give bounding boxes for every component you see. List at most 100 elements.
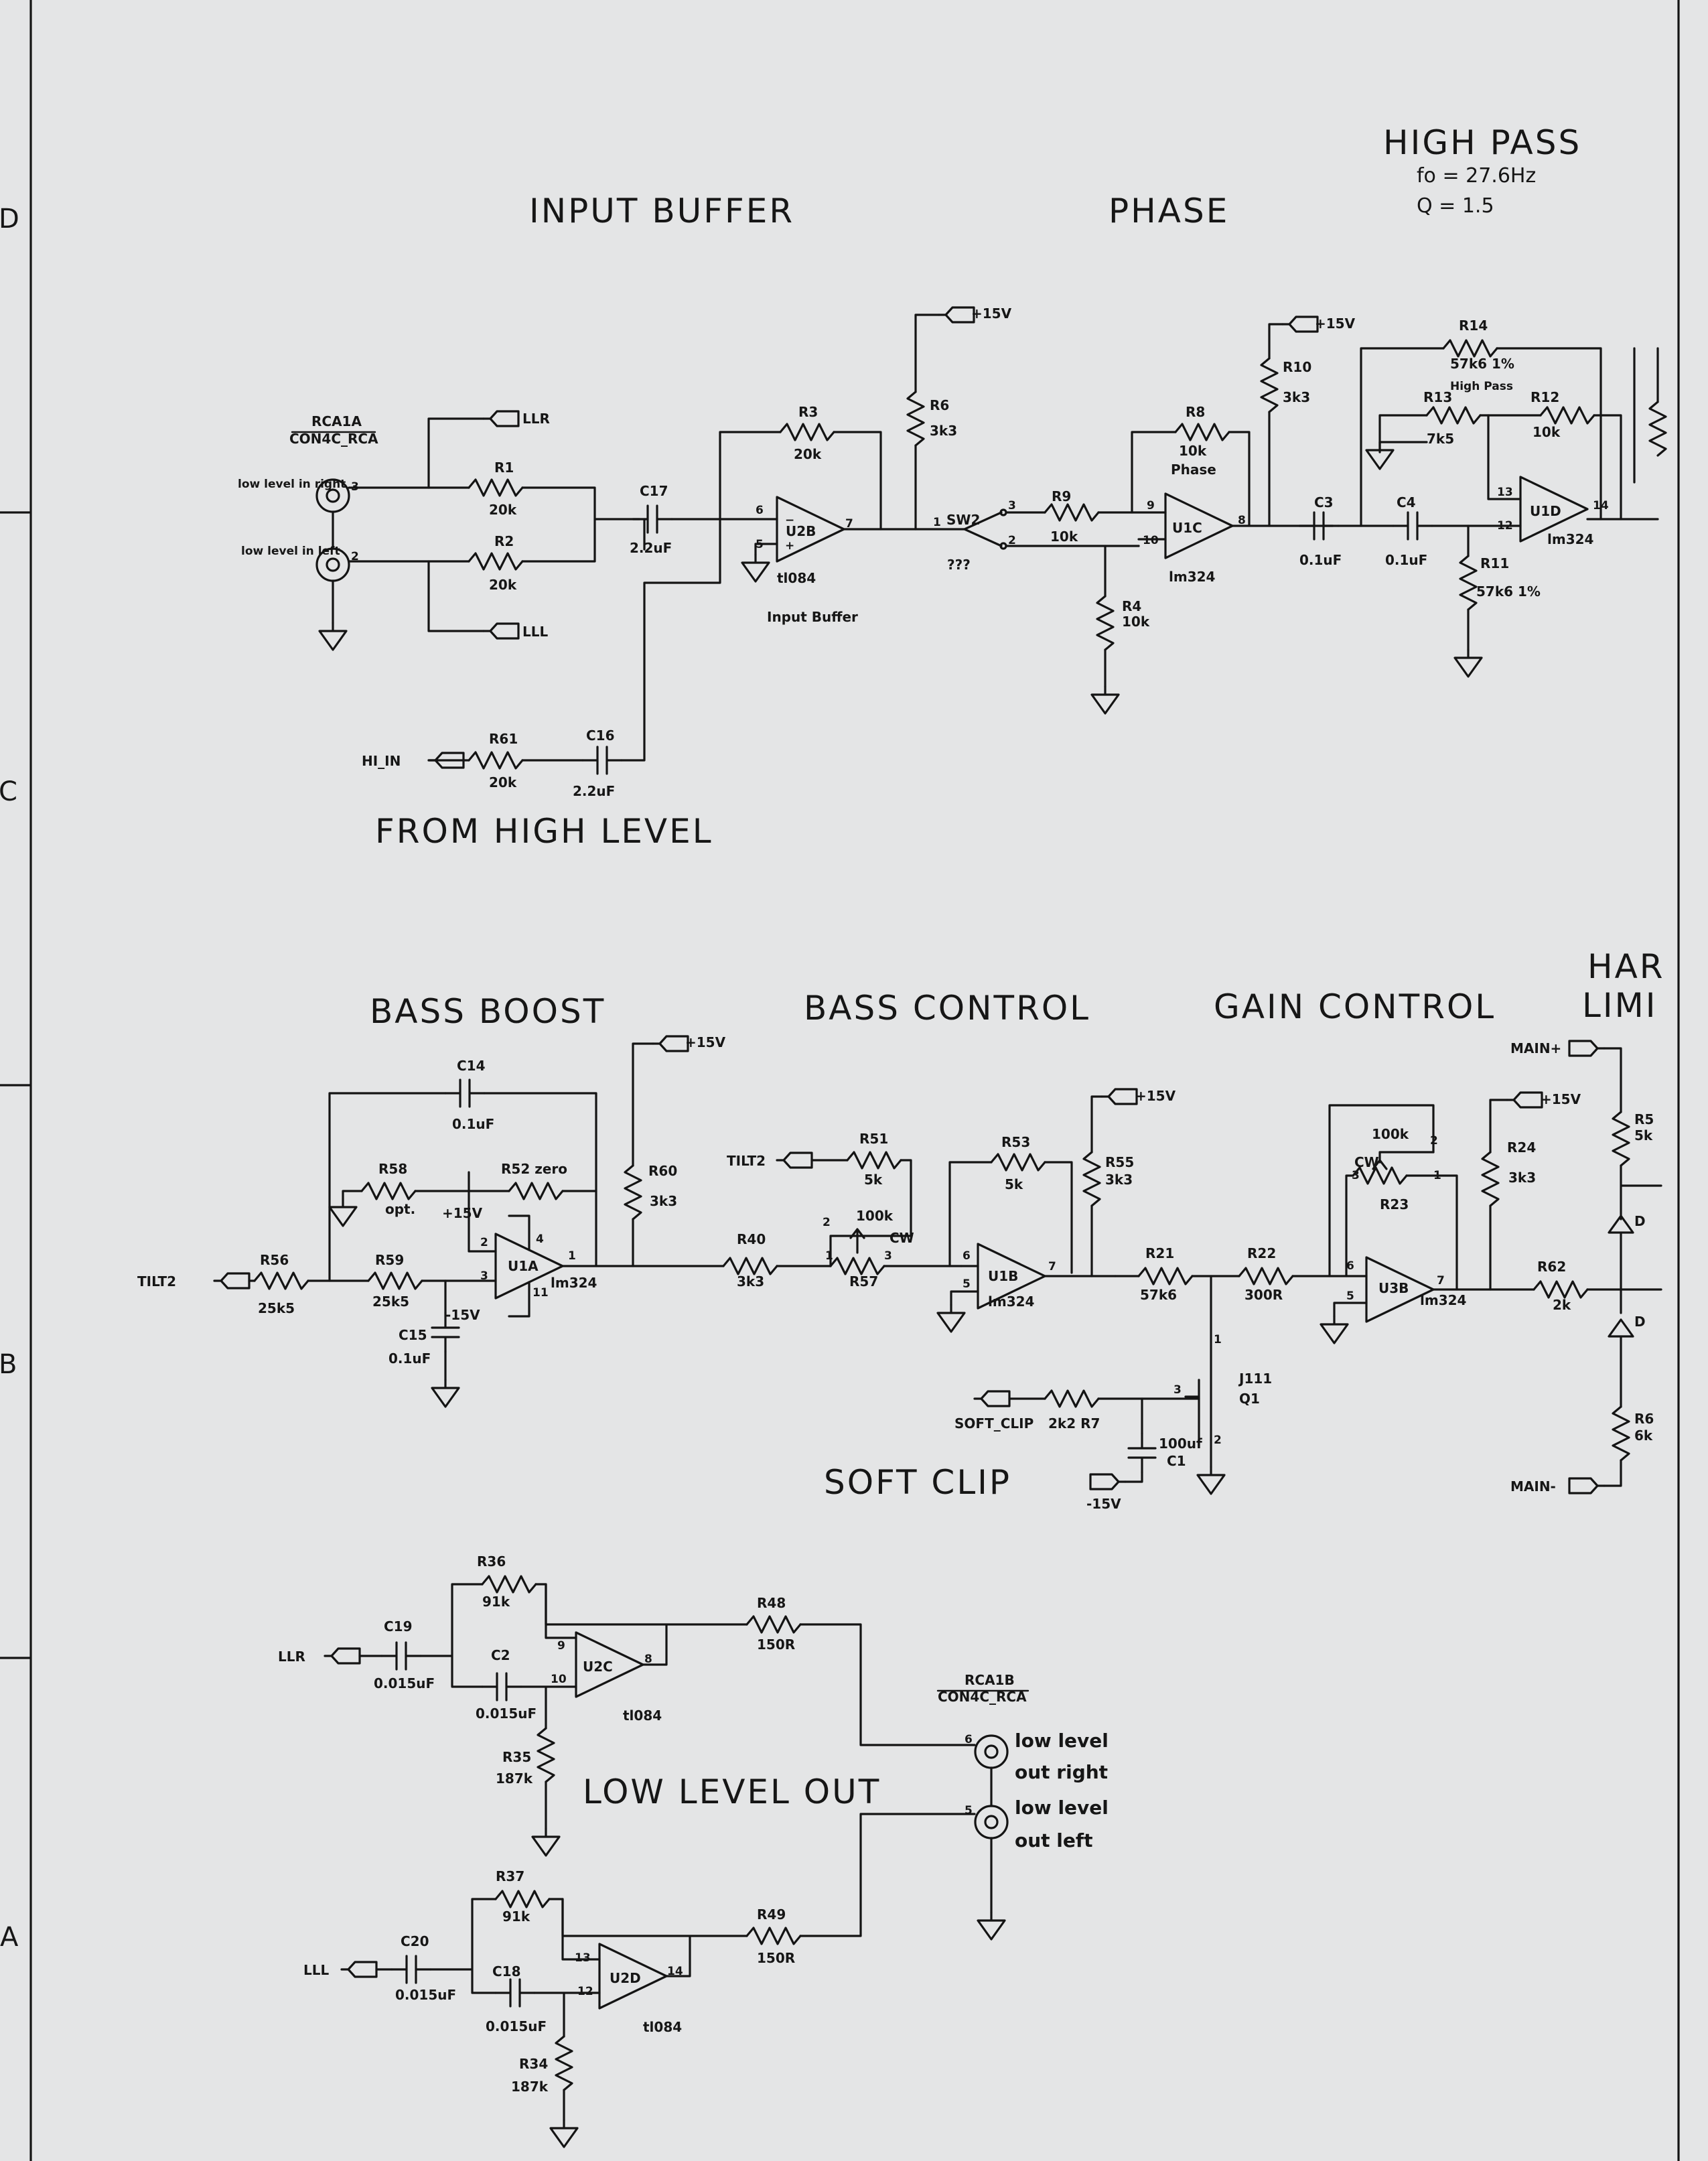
c2-capacitor	[481, 1672, 522, 1701]
net-p15-label: +15V	[442, 1205, 483, 1221]
r13-ref: R13	[1423, 389, 1452, 405]
r24-value: 3k3	[1508, 1170, 1536, 1186]
r21-resistor	[1137, 1267, 1194, 1285]
c1-value: 100uf	[1159, 1436, 1202, 1452]
r24-resistor	[1481, 1151, 1500, 1207]
r34-value: 187k	[511, 2079, 549, 2095]
rca1b-ref: RCA1B	[965, 1672, 1015, 1688]
out-left-label-2: out left	[1015, 1829, 1092, 1852]
svg-text:8: 8	[1238, 514, 1246, 527]
r60-value: 3k3	[650, 1193, 677, 1209]
title-high-pass: HIGH PASS	[1383, 123, 1581, 162]
r37-value: 91k	[502, 1908, 530, 1925]
svg-text:10: 10	[1143, 534, 1159, 547]
r13-value: 7k5	[1427, 431, 1454, 447]
svg-text:9: 9	[557, 1639, 565, 1653]
in-left-label: low level in left	[241, 545, 340, 558]
row-label-a: A	[0, 1922, 19, 1953]
c4-value: 0.1uF	[1385, 552, 1427, 568]
u1a-part: lm324	[551, 1275, 597, 1291]
r21-ref: R21	[1145, 1245, 1174, 1261]
svg-text:1: 1	[1214, 1333, 1222, 1346]
svg-text:2: 2	[823, 1216, 831, 1229]
net-llr-label: LLR	[278, 1649, 305, 1665]
title-hard-limit-2: LIMI	[1582, 986, 1658, 1025]
r55-value: 3k3	[1105, 1172, 1133, 1188]
row-label-b: B	[0, 1349, 17, 1380]
d-partial-label-2: D	[1634, 1314, 1646, 1330]
net-main-plus-label: MAIN+	[1510, 1040, 1561, 1056]
c14-value: 0.1uF	[452, 1116, 494, 1132]
c16-value: 2.2uF	[573, 783, 615, 799]
c3-ref: C3	[1314, 494, 1334, 510]
r48-resistor	[745, 1615, 802, 1634]
net-soft-clip-label: SOFT_CLIP	[954, 1415, 1034, 1432]
r56-ref: R56	[260, 1252, 289, 1268]
c2-ref: C2	[491, 1647, 510, 1663]
r23-ref: R23	[1380, 1196, 1409, 1212]
net-p15-label: +15V	[1135, 1088, 1176, 1104]
plus15-port-icon	[938, 306, 975, 324]
low-level-out-stage: LLR C19 0.015uF R36 91k C2 0.015uF R35 1…	[278, 1553, 1109, 2148]
c4-capacitor	[1392, 511, 1433, 541]
u1d-ref: U1D	[1530, 503, 1561, 519]
title-gain-control: GAIN CONTROL	[1214, 987, 1496, 1026]
high-pass-stage: C3 0.1uF C4 0.1uF R14 57k6 1% High Pass …	[1298, 318, 1667, 678]
svg-text:10: 10	[551, 1673, 567, 1686]
ground-icon	[1365, 441, 1395, 470]
u2c-ref: U2C	[583, 1659, 613, 1675]
r14-resistor	[1442, 339, 1498, 358]
ground-icon	[531, 1827, 561, 1857]
rca1a-ref: RCA1A	[311, 413, 362, 429]
ground-icon	[1453, 648, 1483, 678]
svg-text:1: 1	[1433, 1169, 1441, 1182]
rca1a-value: CON4C_RCA	[289, 431, 378, 447]
r11-resistor	[1459, 555, 1478, 611]
r57-ref: R57	[849, 1273, 878, 1289]
r59-ref: R59	[375, 1252, 404, 1268]
r23-value: 100k	[1372, 1126, 1409, 1142]
r40-ref: R40	[737, 1231, 766, 1247]
svg-text:6: 6	[1346, 1259, 1354, 1273]
r22-ref: R22	[1247, 1245, 1276, 1261]
net-tilt2-label: TILT2	[727, 1153, 766, 1169]
title-low-level-out: LOW LEVEL OUT	[583, 1772, 881, 1811]
svg-text:7: 7	[1048, 1260, 1056, 1273]
c20-value: 0.015uF	[395, 1987, 456, 2003]
u1b-part: lm324	[988, 1294, 1034, 1310]
c14-ref: C14	[457, 1058, 486, 1074]
tilt2-port-icon	[213, 1272, 251, 1289]
ground-icon	[741, 553, 770, 583]
ground-icon	[1320, 1315, 1349, 1344]
section-titles: INPUT BUFFER PHASE HIGH PASS fo = 27.6Hz…	[370, 123, 1663, 1811]
r4-ref: R4	[1122, 598, 1141, 614]
minus15-port-icon	[1089, 1473, 1127, 1490]
rca1b-value: CON4C_RCA	[938, 1689, 1027, 1705]
rca1b-jack-left	[974, 1805, 1009, 1839]
title-bass-control: BASS CONTROL	[804, 989, 1090, 1028]
ground-icon	[936, 1304, 966, 1333]
r2-resistor	[468, 552, 524, 571]
r51-resistor	[846, 1151, 902, 1170]
r52-ref: R52 zero	[501, 1161, 567, 1177]
d-partial-label: D	[1634, 1213, 1646, 1229]
title-phase: PHASE	[1109, 192, 1229, 230]
r5-ref: R5	[1634, 1111, 1654, 1127]
r22-value: 300R	[1244, 1287, 1283, 1303]
r12-value: 10k	[1533, 424, 1561, 440]
r8-note: Phase	[1171, 462, 1216, 478]
svg-text:5: 5	[1346, 1289, 1354, 1303]
r49-ref: R49	[757, 1906, 786, 1923]
r5-value: 5k	[1634, 1127, 1653, 1143]
r1-ref: R1	[494, 460, 514, 476]
svg-text:3: 3	[1173, 1383, 1182, 1397]
u3b-part: lm324	[1420, 1292, 1466, 1308]
plus15-port-icon	[652, 1035, 689, 1052]
svg-text:8: 8	[644, 1653, 652, 1666]
c1-capacitor	[1127, 1432, 1157, 1474]
r62-ref: R62	[1537, 1259, 1566, 1275]
r34-resistor	[555, 2035, 573, 2091]
